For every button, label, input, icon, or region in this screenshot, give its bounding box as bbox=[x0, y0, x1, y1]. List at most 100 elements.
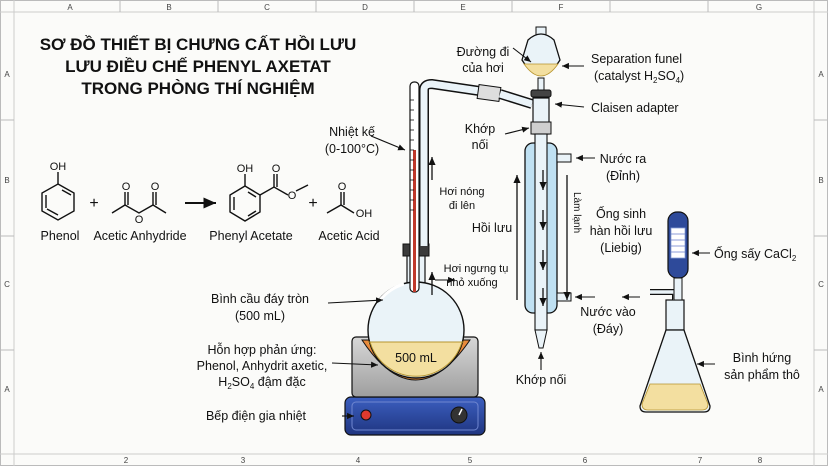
acetic-anhydride-structure bbox=[111, 192, 167, 214]
drying-sub: 2 bbox=[792, 254, 797, 263]
reflux-label: Hồi lưu bbox=[472, 221, 512, 235]
vapor-path-label-2: của hơi bbox=[462, 61, 504, 75]
flask-label-1: Bình cầu đáy tròn bbox=[211, 292, 309, 306]
separation-funnel bbox=[521, 26, 561, 99]
mixture-label-3: H2SO4 đậm đặc bbox=[218, 375, 305, 391]
ruler-right-3: A bbox=[818, 385, 824, 394]
power-light-icon bbox=[360, 409, 372, 421]
ruler-bottom-2: 4 bbox=[356, 456, 361, 465]
condenser-label-1: Ống sinh bbox=[596, 206, 646, 221]
title-line-2: LƯU ĐIỀU CHẾ PHENYL AXETAT bbox=[65, 57, 331, 76]
anhydride-o-2: O bbox=[135, 214, 144, 226]
thermometer-label-1: Nhiệt kế bbox=[329, 125, 375, 139]
drying-pre: Ống sấy CaCl bbox=[714, 246, 792, 261]
title-line-3: TRONG PHÒNG THÍ NGHIỆM bbox=[81, 79, 314, 98]
phenol-structure bbox=[41, 172, 75, 221]
anhydride-o-3: O bbox=[151, 181, 160, 193]
hotplate bbox=[344, 396, 486, 436]
acetic-acid-o: O bbox=[338, 181, 347, 193]
condensed-label-2: nhỏ xuống bbox=[446, 277, 497, 289]
flask-volume: 500 mL bbox=[395, 351, 437, 365]
ruler-top-0: A bbox=[67, 3, 73, 12]
joint-bottom-label: Khớp nối bbox=[516, 373, 567, 387]
hot-vapor-label-2: đi lên bbox=[449, 200, 475, 212]
drying-tube-label: Ống sấy CaCl2 bbox=[714, 246, 797, 263]
plus-1: + bbox=[89, 195, 98, 212]
phenol-label: Phenol bbox=[41, 229, 80, 243]
leader-joint-top bbox=[504, 126, 530, 135]
ruler-top-1: B bbox=[166, 3, 171, 12]
drying-tube bbox=[667, 211, 689, 301]
catalyst-sub-2: 4 bbox=[676, 76, 681, 85]
ruler-left-2: C bbox=[4, 280, 10, 289]
mixture-sub-1: 2 bbox=[227, 382, 232, 391]
ruler-bottom-1: 3 bbox=[241, 456, 246, 465]
phenol-oh: OH bbox=[50, 161, 67, 173]
ruler-top-3: D bbox=[362, 3, 368, 12]
phenyl-acetate-o-1: O bbox=[272, 163, 281, 175]
leader-mixture bbox=[331, 361, 379, 368]
catalyst-pre: (catalyst H bbox=[594, 69, 653, 83]
ruler-left-0: A bbox=[4, 70, 10, 79]
phenyl-acetate-label: Phenyl Acetate bbox=[209, 229, 292, 243]
water-out-label-2: (Đỉnh) bbox=[606, 169, 640, 183]
liebig-condenser bbox=[524, 133, 572, 349]
phenyl-acetate-oh: OH bbox=[237, 163, 254, 175]
thermometer bbox=[409, 81, 420, 293]
ruler-top-5: F bbox=[559, 3, 564, 12]
cooling-label: Làm lạnh bbox=[571, 192, 582, 233]
receiver-label-2: sản phẩm thô bbox=[724, 368, 800, 382]
catalyst-label: (catalyst H2SO4) bbox=[594, 69, 684, 85]
separation-funnel-label: Separation funel bbox=[591, 52, 682, 66]
ruler-bottom-5: 7 bbox=[698, 456, 703, 465]
water-in-label-1: Nước vào bbox=[580, 305, 636, 319]
receiver-label-1: Bình hứng bbox=[733, 351, 791, 365]
title-line-1: SƠ ĐỒ THIẾT BỊ CHƯNG CẤT HỒI LƯU bbox=[40, 35, 357, 54]
ruler-top-6: G bbox=[756, 3, 762, 12]
catalyst-post: ) bbox=[680, 69, 684, 83]
condensed-label-1: Hơi ngưng tụ bbox=[444, 263, 509, 275]
thermometer-label-2: (0-100°C) bbox=[325, 142, 379, 156]
condenser-label-3: (Liebig) bbox=[600, 241, 642, 255]
catalyst-sub-1: 2 bbox=[653, 76, 658, 85]
ruler-top-4: E bbox=[460, 3, 465, 12]
ruler-right-2: C bbox=[818, 280, 824, 289]
ruler-left-1: B bbox=[4, 176, 9, 185]
acetic-acid-structure bbox=[326, 192, 355, 214]
acetic-acid-oh: OH bbox=[356, 208, 373, 220]
anhydride-o-1: O bbox=[122, 181, 131, 193]
mixture-label-2: Phenol, Anhydrit axetic, bbox=[197, 359, 328, 373]
flask-label-2: (500 mL) bbox=[235, 309, 285, 323]
plus-2: + bbox=[308, 195, 317, 212]
stopcock-icon bbox=[530, 89, 552, 98]
ruler-right-0: A bbox=[818, 70, 824, 79]
acetic-anhydride-label: Acetic Anhydride bbox=[93, 229, 186, 243]
vapor-path-tube bbox=[419, 78, 502, 246]
water-out-label-1: Nước ra bbox=[600, 152, 646, 166]
ruler-bottom-3: 5 bbox=[468, 456, 473, 465]
ruler-top-2: C bbox=[264, 3, 270, 12]
ruler-left-3: A bbox=[4, 385, 10, 394]
mixture-h: H bbox=[218, 375, 227, 389]
leader-vapor-path bbox=[512, 47, 532, 63]
leader-claisen bbox=[554, 101, 585, 108]
condenser-label-2: hàn hồi lưu bbox=[590, 224, 653, 238]
leader-flask bbox=[327, 297, 384, 304]
hot-vapor-label-1: Hơi nóng bbox=[439, 186, 484, 198]
leader-thermometer bbox=[370, 135, 406, 151]
round-bottom-flask bbox=[367, 243, 465, 379]
mixture-label-1: Hỗn hợp phản ứng: bbox=[207, 342, 316, 357]
joint-top-label-1: Khớp bbox=[465, 122, 495, 136]
mixture-post: đậm đặc bbox=[254, 375, 305, 389]
mixture-so: SO bbox=[232, 375, 250, 389]
claisen-adapter bbox=[498, 89, 552, 135]
ruler-bottom-6: 8 bbox=[758, 456, 763, 465]
mixture-sub-2: 4 bbox=[250, 382, 255, 391]
water-in-label-2: (Đáy) bbox=[593, 322, 624, 336]
catalyst-mid: SO bbox=[658, 69, 676, 83]
ruler-right-1: B bbox=[818, 176, 823, 185]
phenyl-acetate-o-2: O bbox=[288, 190, 297, 202]
vapor-path-label-1: Đường đi bbox=[457, 45, 510, 59]
